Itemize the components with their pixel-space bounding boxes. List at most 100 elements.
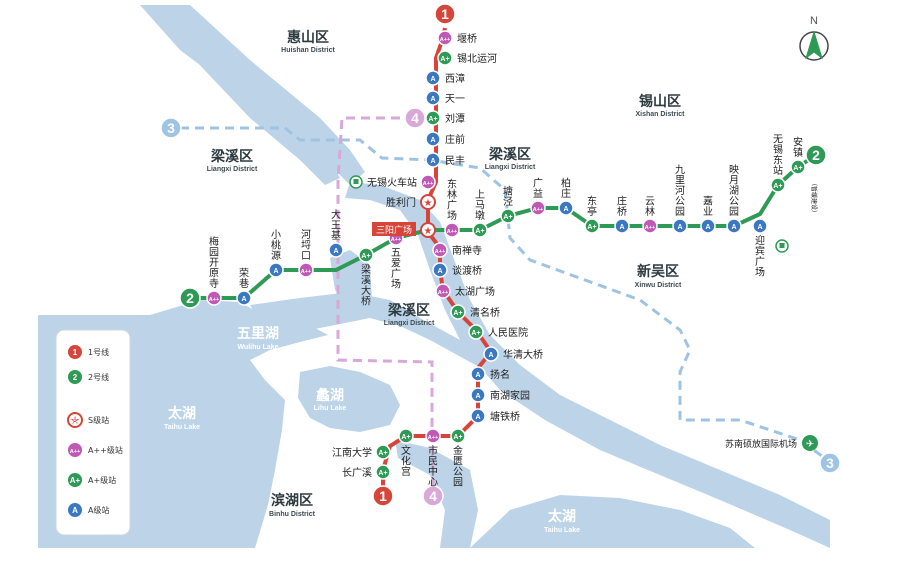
station-s11[interactable]: A++ [432,242,448,258]
station-grade-text: A [475,372,480,379]
station-s09[interactable]: ★ [420,194,436,210]
station-label-char: 桃 [271,239,281,252]
station-grade-text: A++ [440,37,450,43]
station-s23[interactable]: A+ [375,444,391,460]
legend-swatch [68,345,82,359]
station-label-char: 里 [675,175,685,187]
station-s08[interactable]: A++ [420,174,436,190]
station-grade-icon [726,218,742,234]
district-liangxi-center-en: Liangxi District [384,320,435,327]
line-badge-l1-south[interactable]: 1 [372,485,394,507]
line-badge-label: 4 [411,110,419,126]
station-s03[interactable]: A [425,70,441,86]
station-s22[interactable]: A+ [398,428,414,444]
station-label-char: 小 [271,229,281,241]
station-grade-text: A [488,352,493,359]
station-grade-text: A [731,224,736,231]
line-badge-label: 1 [379,488,387,504]
station-label-char: 场 [755,266,765,279]
station-label-char: 庄 [561,187,571,200]
station-s18[interactable]: A [470,387,486,403]
station-s10[interactable]: ★ [420,222,436,238]
station-label: 庄前 [445,133,465,146]
line-badge-l2-east[interactable]: 2 [805,144,827,166]
station-s12[interactable]: A [432,262,448,278]
district-xishan-en: Xishan District [635,111,685,118]
station-grade-icon [472,222,488,238]
line-badge-l3-west[interactable]: 3 [160,117,182,139]
station-s38[interactable]: A [614,218,630,234]
station-s14[interactable]: A+ [450,304,466,320]
station-s04[interactable]: A [425,90,441,106]
line-badge-l1-north[interactable]: 1 [434,3,456,25]
station-s30[interactable]: A [328,242,344,258]
station-label-char: 业 [703,206,713,218]
station-grade-icon [425,131,441,147]
station-s05[interactable]: A+ [425,110,441,126]
station-grade-text: A+ [773,183,782,190]
station-s34[interactable]: A+ [500,208,516,224]
line-badge-label: 1 [441,6,449,22]
line-badge-circle [372,485,394,507]
lihu-lake [298,366,400,432]
station-s43[interactable]: A [752,218,768,234]
line-badge-l4-north[interactable]: 4 [404,107,426,129]
station-label-char: 广 [755,256,765,268]
station-s28[interactable]: A++ [298,262,314,278]
canal-north [195,55,340,185]
station-s25[interactable]: A++ [206,290,222,306]
station-s07[interactable]: A [425,152,441,168]
stations: A++A+AAA+AAA++★★A++AA++A+A+AAAAA+A++A+A+… [206,30,806,480]
airport[interactable]: ✈ 苏南硕放国际机场 [725,435,818,451]
station-s26[interactable]: A [236,290,252,306]
station-label-char: 东 [773,154,783,167]
station-label-char: 场 [447,209,457,222]
line-2-track [192,153,818,300]
station-s17[interactable]: A [470,366,486,382]
station-s06[interactable]: A [425,131,441,147]
line-badge-circle [179,287,201,309]
station-s27[interactable]: A [268,262,284,278]
legend-symbol: A+ [70,476,81,485]
district-liangxi-north-en: Liangxi District [485,164,536,171]
station-grade-icon [432,262,448,278]
station-label-char: 大 [361,284,371,297]
station-s35[interactable]: A++ [530,200,546,216]
station-grade-icon [672,218,688,234]
station-s13[interactable]: A++ [435,283,451,299]
station-s36[interactable]: A [558,200,574,216]
station-s45[interactable]: A+ [790,159,806,175]
station-s33[interactable]: A+ [472,222,488,238]
station-s40[interactable]: A [672,218,688,234]
station-s19[interactable]: A [470,408,486,424]
line-badge-l3-east[interactable]: 3 [819,452,841,474]
station-s01[interactable]: A++ [437,30,453,46]
station-s24[interactable]: A+ [375,464,391,480]
station-s02[interactable]: A+ [437,50,453,66]
station-s21[interactable]: A++ [425,428,441,444]
station-s39[interactable]: A++ [642,218,658,234]
station-s44[interactable]: A+ [770,177,786,193]
line-badge-l2-west[interactable]: 2 [179,287,201,309]
station-s20[interactable]: A+ [450,428,466,444]
district-binhu-en: Binhu District [269,511,316,518]
station-s15[interactable]: A+ [468,324,484,340]
station-s32[interactable]: A++ [444,222,460,238]
station-s37[interactable]: A+ [584,218,600,234]
station-s16[interactable]: A [483,346,499,362]
line-badge-l4-south[interactable]: 4 [422,485,444,507]
station-grade-icon [432,242,448,258]
station-label: 太湖广场 [455,285,495,298]
station-grade-icon [425,90,441,106]
station-grade-text: A [430,158,435,165]
station-s29[interactable]: A+ [358,247,374,263]
station-label: 刘潭 [445,113,465,125]
station-s41[interactable]: A [700,218,716,234]
legend-symbol: A [72,506,78,515]
station-grade-icon [425,110,441,126]
station-label-char: 公 [729,197,739,208]
station-s42[interactable]: A [726,218,742,234]
